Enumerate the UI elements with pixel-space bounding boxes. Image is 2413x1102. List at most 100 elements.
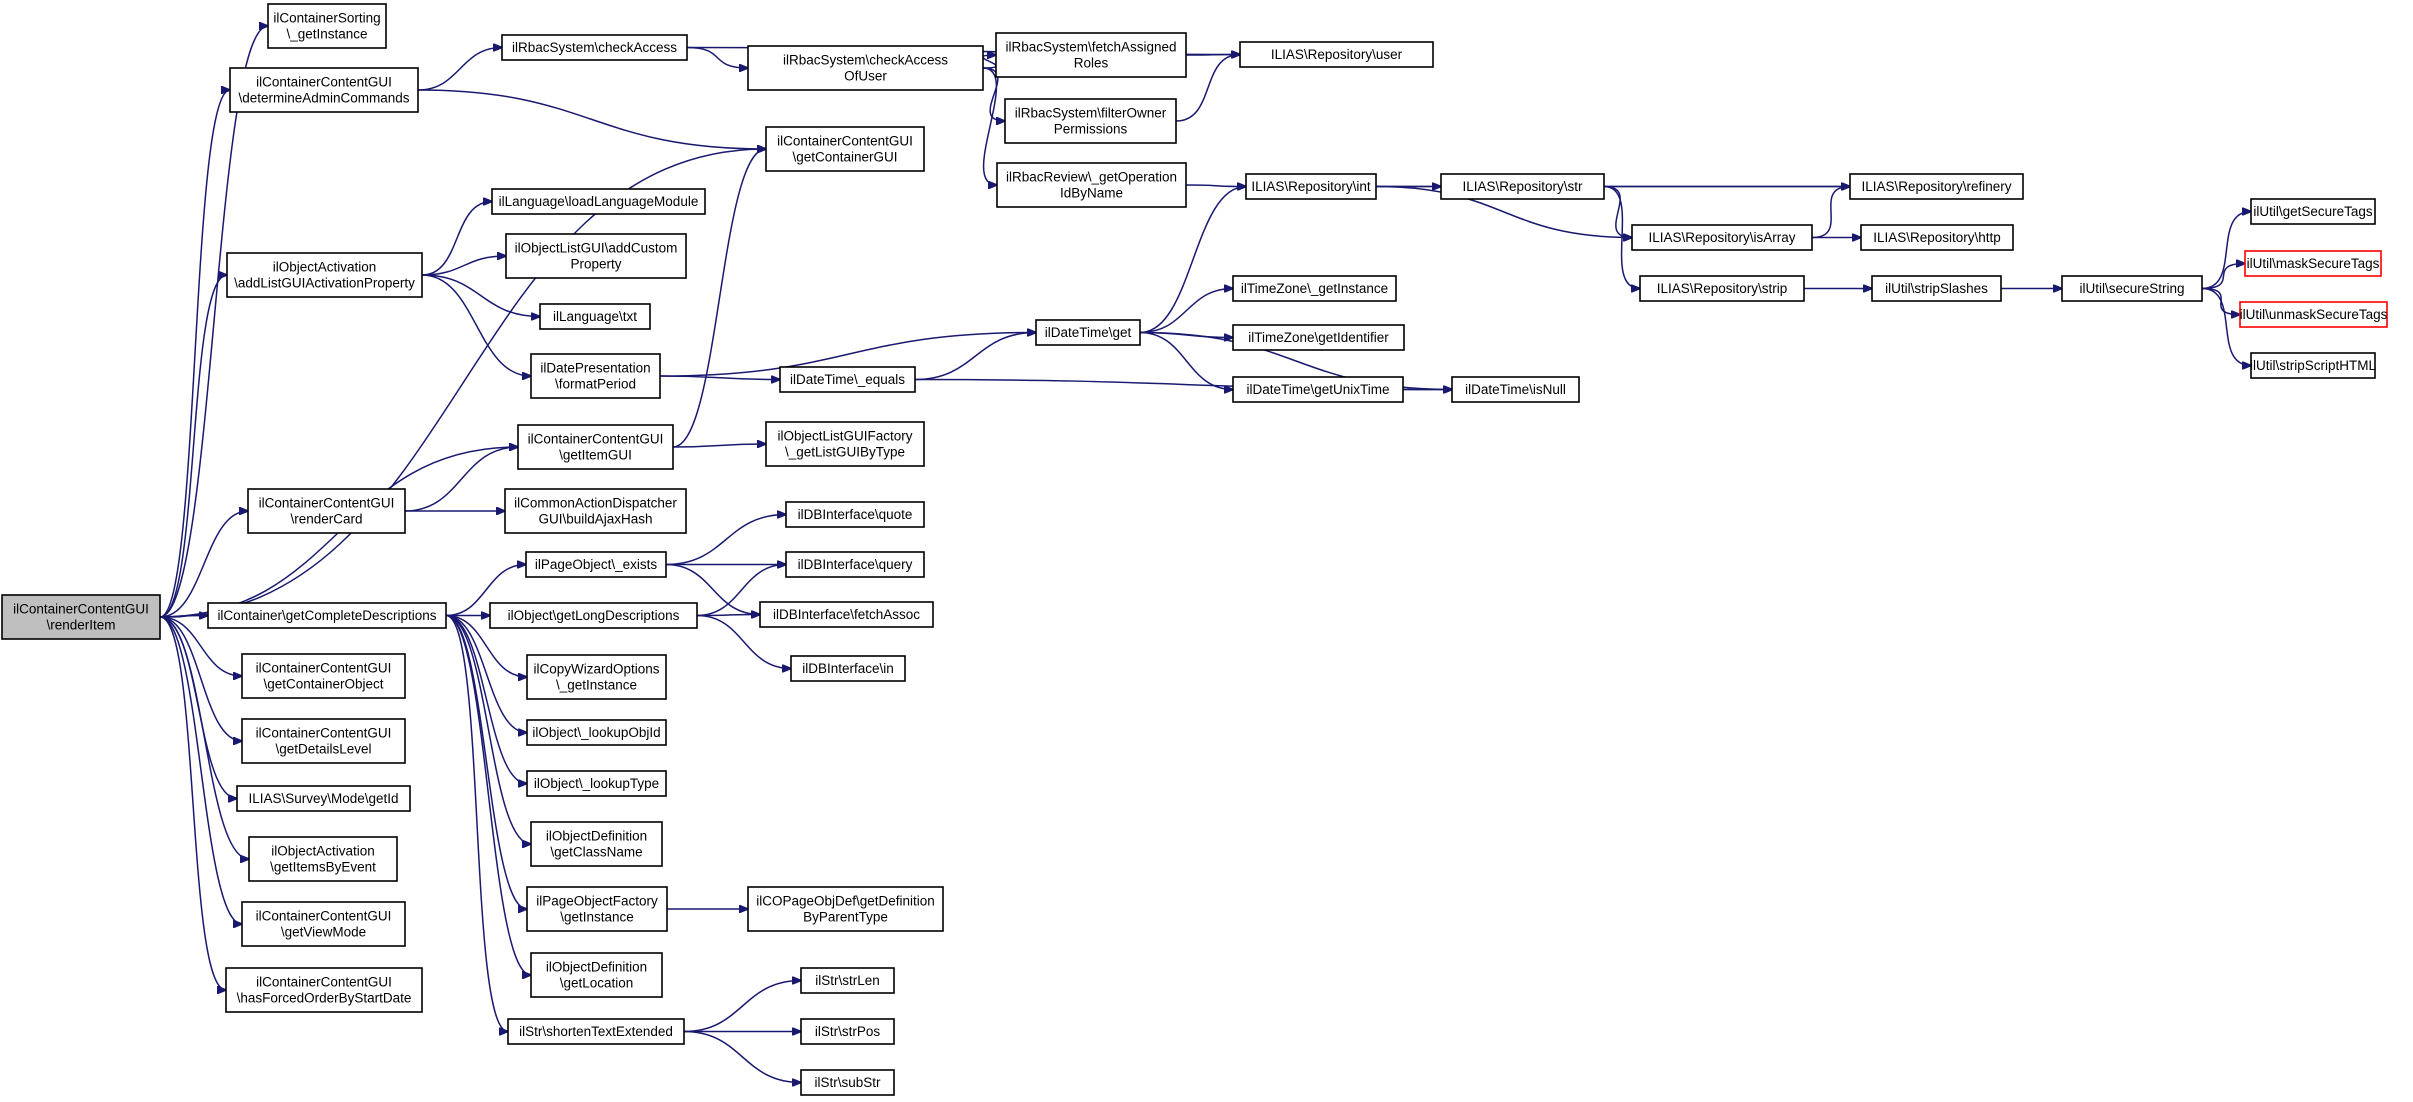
node-datePres[interactable]: ilDatePresentation\formatPeriod (530, 353, 661, 399)
node-label: \_getListGUIByType (785, 445, 905, 460)
node-quote[interactable]: ilDBInterface\quote (785, 501, 925, 528)
node-activation[interactable]: ilObjectActivation\addListGUIActivationP… (226, 252, 423, 298)
node-pageExists[interactable]: ilPageObject\_exists (525, 551, 667, 578)
node-http[interactable]: ILIAS\Repository\http (1860, 224, 2014, 251)
node-repoInt[interactable]: ILIAS\Repository\int (1245, 173, 1377, 200)
node-complete[interactable]: ilContainer\getCompleteDescriptions (207, 602, 447, 629)
node-strPos[interactable]: ilStr\strPos (800, 1018, 895, 1045)
edge-renderCard-to-getItemGUI (404, 447, 518, 512)
node-isArray[interactable]: ILIAS\Repository\isArray (1631, 224, 1813, 251)
node-label: ILIAS\Repository\refinery (1861, 179, 2011, 194)
node-label: ilStr\strLen (815, 973, 880, 988)
node-loadLang[interactable]: ilLanguage\loadLanguageModule (491, 188, 706, 215)
node-label: \formatPeriod (555, 377, 636, 392)
node-listFactory[interactable]: ilObjectListGUIFactory\_getListGUIByType (765, 421, 925, 467)
node-strLen[interactable]: ilStr\strLen (800, 967, 895, 994)
node-label: ilDBInterface\in (802, 661, 894, 676)
node-dateEquals[interactable]: ilDateTime\_equals (779, 366, 916, 393)
node-user[interactable]: ILIAS\Repository\user (1239, 41, 1434, 68)
node-label: ilDBInterface\quote (798, 507, 913, 522)
node-box (226, 252, 423, 298)
node-txt[interactable]: ilLanguage\txt (539, 303, 651, 330)
node-box (229, 67, 419, 113)
node-box (1232, 275, 1397, 302)
node-copyWiz[interactable]: ilCopyWizardOptions\_getInstance (526, 654, 667, 700)
node-lookupType[interactable]: ilObject\_lookupType (526, 770, 667, 797)
node-shorten[interactable]: ilStr\shortenTextExtended (507, 1018, 685, 1045)
node-rbacAccess[interactable]: ilRbacSystem\checkAccess (501, 34, 688, 61)
node-secure[interactable]: ilUtil\secureString (2061, 275, 2203, 302)
node-ajaxHash[interactable]: ilCommonActionDispatcherGUI\buildAjaxHas… (504, 488, 687, 534)
node-tzInstance[interactable]: ilTimeZone\_getInstance (1232, 275, 1397, 302)
node-longDesc[interactable]: ilObject\getLongDescriptions (489, 602, 698, 629)
node-dbIn[interactable]: ilDBInterface\in (790, 655, 906, 682)
node-tzId[interactable]: ilTimeZone\getIdentifier (1232, 324, 1405, 351)
node-query[interactable]: ilDBInterface\query (785, 551, 925, 578)
node-label: \renderCard (290, 512, 362, 527)
node-getContainerGUI[interactable]: ilContainerContentGUI\getContainerGUI (765, 126, 925, 172)
node-repoStr[interactable]: ILIAS\Repository\str (1440, 173, 1605, 200)
node-box (785, 551, 925, 578)
node-root[interactable]: ilContainerContentGUI\renderItem (1, 594, 161, 640)
node-unixTime[interactable]: ilDateTime\getUnixTime (1232, 376, 1404, 403)
node-detailsLevel[interactable]: ilContainerContentGUI\getDetailsLevel (241, 718, 406, 764)
node-label: ilRbacSystem\checkAccess (783, 53, 948, 68)
node-box (248, 836, 398, 882)
node-box (526, 719, 667, 746)
node-box (1239, 41, 1434, 68)
node-dateGet[interactable]: ilDateTime\get (1035, 319, 1141, 346)
edge-complete-to-objDefLoc (445, 614, 531, 976)
node-surveyMode[interactable]: ILIAS\Survey\Mode\getId (236, 785, 411, 812)
edge-dateEquals-to-dateGet (914, 333, 1036, 381)
node-unmask[interactable]: ilUtil\unmaskSecureTags (2239, 301, 2388, 328)
node-objDefLoc[interactable]: ilObjectDefinition\getLocation (530, 952, 663, 998)
node-lookupObjId[interactable]: ilObject\_lookupObjId (526, 719, 667, 746)
node-strip[interactable]: ILIAS\Repository\strip (1639, 275, 1805, 302)
node-pageFactory[interactable]: ilPageObjectFactory\getInstance (526, 886, 668, 932)
edge-complete-to-lookupObjId (445, 614, 527, 733)
node-itemsByEvent[interactable]: ilObjectActivation\getItemsByEvent (248, 836, 398, 882)
node-admin[interactable]: ilContainerContentGUI\determineAdminComm… (229, 67, 419, 113)
node-subStr[interactable]: ilStr\subStr (800, 1069, 895, 1096)
node-sort[interactable]: ilContainerSorting\_getInstance (267, 3, 387, 49)
node-fetchAssoc[interactable]: ilDBInterface\fetchAssoc (759, 601, 934, 628)
node-box (2250, 198, 2376, 225)
node-label: ilLanguage\txt (553, 309, 637, 324)
node-box (526, 886, 668, 932)
node-stripSlashes[interactable]: ilUtil\stripSlashes (1871, 275, 2002, 302)
node-box (241, 901, 406, 947)
node-box (1639, 275, 1805, 302)
node-mask[interactable]: ilUtil\maskSecureTags (2244, 250, 2382, 277)
edge-root-to-itemsByEvent (159, 616, 249, 859)
node-box (2239, 301, 2388, 328)
node-box (1849, 173, 2024, 200)
node-label: ilStr\subStr (814, 1075, 881, 1090)
node-stripScript[interactable]: ilUtil\stripScriptHTML (2250, 352, 2377, 379)
edge-filterOwner-to-user (1175, 55, 1240, 122)
node-getSecure[interactable]: ilUtil\getSecureTags (2250, 198, 2376, 225)
node-viewMode[interactable]: ilContainerContentGUI\getViewMode (241, 901, 406, 947)
node-renderCard[interactable]: ilContainerContentGUI\renderCard (247, 488, 406, 534)
node-box (501, 34, 688, 61)
node-layer: ilContainerContentGUI\renderItem ilContai… (1, 3, 2388, 1096)
node-getContainerObject[interactable]: ilContainerContentGUI\getContainerObject (241, 653, 406, 699)
node-isNull[interactable]: ilDateTime\isNull (1451, 376, 1580, 403)
node-label: \getInstance (560, 910, 634, 925)
node-box (504, 488, 687, 534)
edge-secure-to-getSecure (2201, 212, 2251, 290)
node-box (800, 1069, 895, 1096)
node-getItemGUI[interactable]: ilContainerContentGUI\getItemGUI (517, 424, 674, 470)
node-label: ilUtil\maskSecureTags (2247, 256, 2380, 271)
node-objDefClass[interactable]: ilObjectDefinition\getClassName (530, 821, 663, 867)
node-label: ilDateTime\getUnixTime (1246, 382, 1389, 397)
node-label: ILIAS\Repository\str (1462, 179, 1583, 194)
node-refinery[interactable]: ILIAS\Repository\refinery (1849, 173, 2024, 200)
node-forcedOrder[interactable]: ilContainerContentGUI\hasForcedOrderBySt… (225, 967, 423, 1013)
